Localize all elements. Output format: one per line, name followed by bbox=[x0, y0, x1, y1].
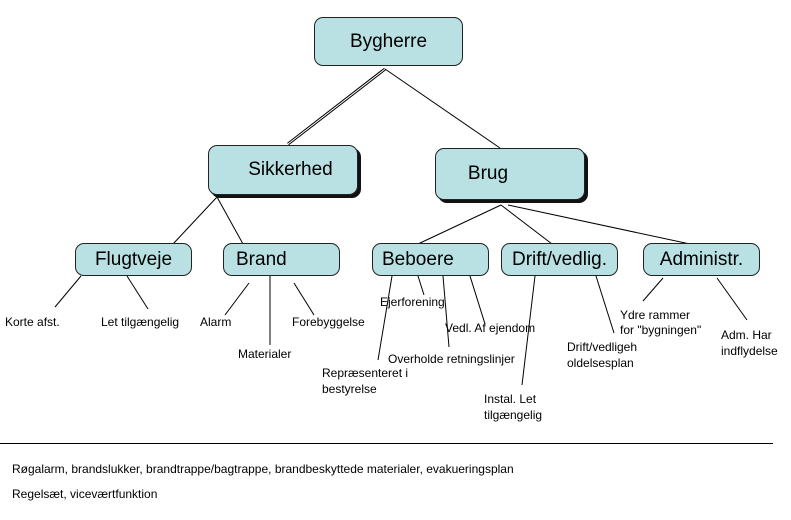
note-brug: Regelsæt, viceværtfunktion bbox=[12, 487, 158, 501]
leaf-forebyggelse: Forebyggelse bbox=[292, 315, 365, 329]
leaf-adm-har-line2: indflydelse bbox=[721, 344, 778, 358]
leaf-repraesenteret-line1: Repræsenteret i bbox=[322, 366, 409, 380]
note-sikkerhed: Røgalarm, brandslukker, brandtrappe/bagt… bbox=[12, 462, 514, 476]
node-flugtveje: Flugtveje bbox=[75, 243, 192, 276]
node-brand: Brand bbox=[223, 243, 340, 276]
leaf-let-tilgaengelig: Let tilgængelig bbox=[101, 315, 180, 329]
leaf-korte-afst: Korte afst. bbox=[5, 315, 60, 329]
leaf-alarm: Alarm bbox=[200, 315, 232, 329]
node-sikkerhed: Sikkerhed bbox=[208, 145, 358, 195]
leaf-driftsplan-line2: oldelsesplan bbox=[567, 356, 634, 370]
edge-brug-beboere bbox=[417, 204, 502, 245]
leaf-ydre-rammer-line2: for "bygningen" bbox=[620, 323, 702, 337]
node-drift-vedlig: Drift/vedlig. bbox=[501, 243, 618, 276]
divider-line bbox=[0, 443, 773, 444]
node-label: Brug bbox=[467, 163, 509, 184]
node-label: Administr. bbox=[659, 248, 744, 270]
leaf-ydre-rammer-line1: Ydre rammer bbox=[620, 308, 691, 322]
leaf-instal-line1: Instal. Let bbox=[484, 392, 537, 406]
leaf-overholde-retningslinjer: Overholde retningslinjer bbox=[388, 352, 515, 366]
edge-brug-drift bbox=[500, 204, 553, 245]
edge-brug-administr bbox=[507, 204, 691, 245]
node-label: Flugtveje bbox=[94, 248, 173, 270]
leaf-vedl-af-ejendom: Vedl. Af ejendom bbox=[445, 321, 536, 335]
leaf-adm-har-line1: Adm. Har bbox=[721, 328, 772, 342]
edge-root-brug bbox=[384, 68, 501, 149]
node-label: Bygherre bbox=[349, 30, 428, 52]
node-label: Beboere bbox=[382, 248, 454, 270]
edge-sikkerhed-brand bbox=[216, 196, 244, 245]
leaf-driftsplan-line1: Drift/vedligeh bbox=[567, 340, 638, 354]
node-label: Drift/vedlig. bbox=[511, 248, 608, 270]
leaf-instal-line2: tilgængelig bbox=[484, 408, 543, 422]
node-beboere: Beboere bbox=[372, 243, 489, 276]
leaf-ejerforening: Ejerforening bbox=[380, 295, 445, 309]
node-brug: Brug bbox=[435, 148, 585, 200]
node-administr: Administr. bbox=[643, 243, 760, 276]
leaf-materialer: Materialer bbox=[238, 347, 292, 361]
node-label: Sikkerhed bbox=[248, 159, 333, 180]
leaf-repraesenteret-line2: bestyrelse bbox=[322, 382, 377, 396]
edge-sikkerhed-flugtveje bbox=[172, 196, 218, 245]
node-bygherre: Bygherre bbox=[314, 17, 463, 66]
node-label: Brand bbox=[236, 248, 287, 270]
